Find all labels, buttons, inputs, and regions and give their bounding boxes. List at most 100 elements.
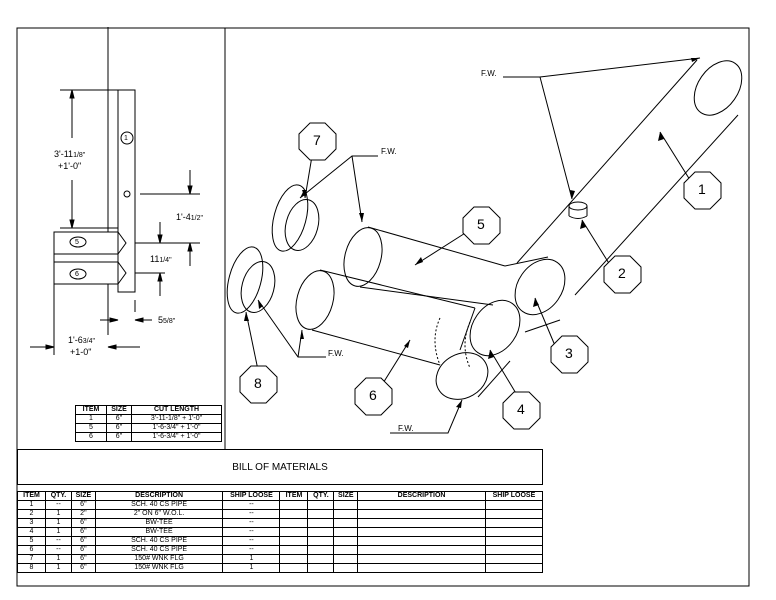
- bom-cell: [484, 545, 544, 555]
- bom-cell: 8: [17, 563, 46, 573]
- bom-cell: [279, 509, 309, 519]
- bom-cell: 3: [17, 518, 46, 528]
- iso-weldolet-2: [568, 201, 588, 211]
- iso-balloon-3-label: 3: [565, 345, 573, 361]
- bom-cell: [279, 554, 309, 564]
- cut-header-item: ITEM: [75, 405, 107, 415]
- bom-header: DESCRIPTION: [94, 491, 224, 501]
- bom-header: SHIP LOOSE: [484, 491, 544, 501]
- dim-main-length: 3'-111/8": [54, 149, 86, 160]
- bom-cell: [484, 536, 544, 546]
- bom-cell: [357, 518, 486, 528]
- bom-cell: [307, 563, 335, 573]
- iso-balloon-1-label: 1: [698, 181, 706, 197]
- bom-cell: [307, 518, 335, 528]
- bom-cell: [484, 509, 544, 519]
- bom-cell: 6: [17, 545, 46, 555]
- iso-balloon-1: [683, 171, 722, 210]
- bom-cell: [357, 509, 486, 519]
- bom-table: ITEM QTY. SIZE DESCRIPTION SHIP LOOSE IT…: [17, 491, 544, 573]
- bom-cell: [279, 527, 309, 537]
- iso-balloon-3: [550, 335, 589, 374]
- bom-cell: 1: [45, 509, 72, 519]
- bom-cell: BW-TEE: [94, 518, 224, 528]
- bom-header: SIZE: [70, 491, 96, 501]
- bom-cell: [357, 554, 486, 564]
- bom-cell: [484, 518, 544, 528]
- bom-cell: [307, 509, 335, 519]
- bom-cell: 6": [70, 545, 96, 555]
- cut-cell: 1'-6-3/4" + 1'-0": [131, 432, 222, 442]
- side-pipe-1: [117, 89, 136, 293]
- iso-balloon-5-label: 5: [477, 216, 485, 232]
- bom-header-row: ITEM QTY. SIZE DESCRIPTION SHIP LOOSE IT…: [17, 491, 544, 501]
- dim-branch-allow: +1-0": [70, 347, 92, 357]
- dim-main-allow: +1'-0": [58, 161, 82, 171]
- bom-cell: --: [222, 509, 281, 519]
- bom-cell: [307, 554, 335, 564]
- bom-cell: 6": [70, 554, 96, 564]
- fw-label-1: F.W.: [481, 69, 497, 78]
- side-balloon-1-label: 1: [124, 135, 128, 142]
- iso-balloon-4: [502, 391, 541, 430]
- dim-upper-offset: 1'-41/2": [176, 212, 203, 223]
- cut-cell: 6: [75, 432, 107, 442]
- side-balloon-6-label: 6: [75, 271, 79, 278]
- bom-cell: 150# WNK FLG: [94, 554, 224, 564]
- bom-cell: [333, 563, 359, 573]
- fw-label-4: F.W.: [398, 424, 414, 433]
- bom-cell: [279, 545, 309, 555]
- bom-cell: 150# WNK FLG: [94, 563, 224, 573]
- table-row: 6 6" 1'-6-3/4" + 1'-0": [75, 432, 222, 442]
- bom-cell: --: [222, 518, 281, 528]
- bom-cell: [333, 518, 359, 528]
- bom-cell: [357, 500, 486, 510]
- bom-cell: 2": [70, 509, 96, 519]
- bom-header: SHIP LOOSE: [222, 491, 281, 501]
- cut-cell: 1'-6-3/4" + 1'-0": [131, 423, 222, 433]
- dim-branch-spacing: 111/4": [150, 254, 172, 265]
- bom-cell: 2: [17, 509, 46, 519]
- table-row: 1--6"SCH. 40 CS PIPE--: [17, 500, 544, 510]
- leader-arrows: [244, 58, 700, 408]
- bom-cell: 1: [17, 500, 46, 510]
- side-branch-6: [53, 261, 119, 285]
- bom-header: QTY.: [45, 491, 72, 501]
- bom-header: DESCRIPTION: [357, 491, 486, 501]
- bom-cell: 7: [17, 554, 46, 564]
- cut-cell: 6": [106, 414, 132, 424]
- iso-balloon-7: [298, 122, 337, 161]
- cut-cell: 6": [106, 423, 132, 433]
- bom-cell: [484, 527, 544, 537]
- iso-balloon-2: [603, 255, 642, 294]
- bom-cell: [333, 554, 359, 564]
- bom-cell: [307, 545, 335, 555]
- table-row: 5 6" 1'-6-3/4" + 1'-0": [75, 423, 222, 433]
- side-view: [30, 27, 200, 355]
- bom-cell: [333, 509, 359, 519]
- bom-cell: 6": [70, 527, 96, 537]
- iso-balloon-2-label: 2: [618, 265, 626, 281]
- fw-label-2: F.W.: [381, 147, 397, 156]
- cut-header-length: CUT LENGTH: [131, 405, 222, 415]
- bom-cell: --: [45, 545, 72, 555]
- bom-cell: 6": [70, 563, 96, 573]
- iso-balloon-8-label: 8: [254, 375, 262, 391]
- bom-cell: SCH. 40 CS PIPE: [94, 545, 224, 555]
- bom-cell: 1: [222, 563, 281, 573]
- bom-header: ITEM: [17, 491, 46, 501]
- bom-title: BILL OF MATERIALS: [17, 449, 543, 485]
- bom-cell: 6": [70, 518, 96, 528]
- bom-cell: [333, 545, 359, 555]
- side-balloon-1: [120, 131, 134, 145]
- bom-cell: 2" ON 6" W.O.L.: [94, 509, 224, 519]
- bom-cell: --: [222, 500, 281, 510]
- bom-cell: 1: [222, 554, 281, 564]
- bom-cell: --: [222, 536, 281, 546]
- bom-cell: 1: [45, 527, 72, 537]
